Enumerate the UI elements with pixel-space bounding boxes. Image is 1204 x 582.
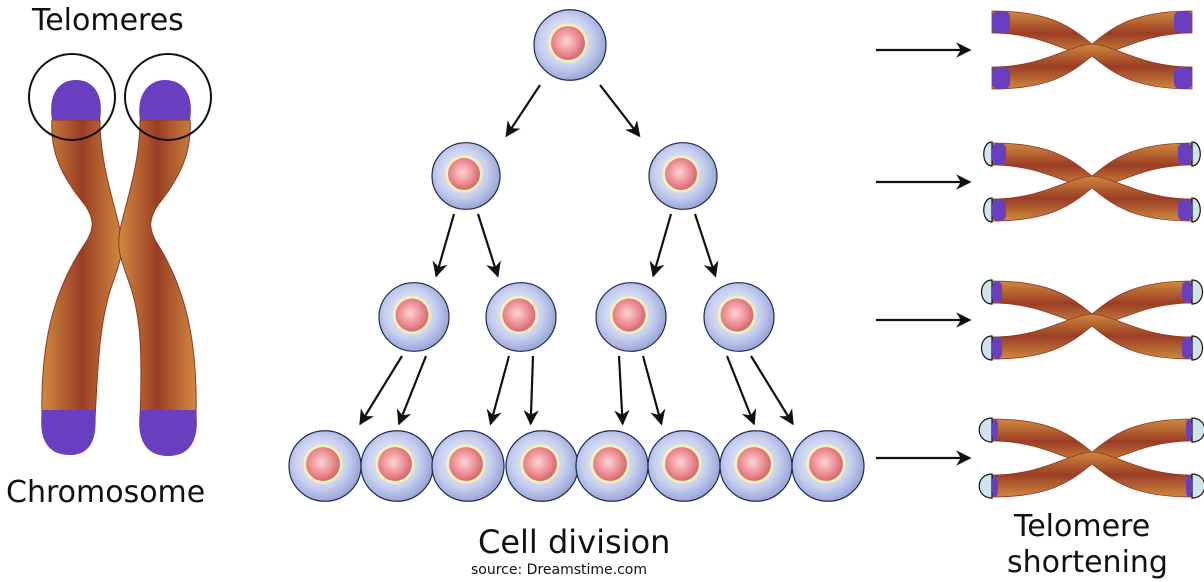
telomere-cap: [992, 337, 1002, 359]
telomere-cap: [1174, 67, 1192, 89]
arrow-icon: [486, 355, 511, 426]
telomere-shortening-label-line1: Telomere: [1014, 509, 1151, 544]
telomere-cap: [992, 67, 1010, 89]
cell-icon: [595, 282, 667, 352]
telomere-cap: [1178, 143, 1192, 165]
lost-telomere-outline: [1191, 335, 1204, 361]
small-chromosome: [991, 10, 1193, 90]
telomere-cap: [1178, 199, 1192, 221]
circle-highlight-icon: [28, 53, 116, 141]
small-chromosome: [978, 417, 1204, 499]
lost-telomere-outline: [983, 197, 993, 223]
arrow-icon: [750, 355, 794, 426]
big-chromosome-right-arm: [118, 119, 197, 421]
cell-division-tree: [288, 9, 865, 502]
telomeres-label: Telomeres: [32, 3, 184, 38]
telomere-cap: [992, 11, 1010, 33]
telomere-cap-bottom-right: [139, 410, 197, 456]
telomere-cap-bottom-left: [41, 410, 96, 455]
telomere-cap: [1182, 337, 1192, 359]
cell-icon: [648, 142, 718, 210]
arrow-icon: [649, 213, 673, 278]
telomere-cap: [992, 143, 1006, 165]
lost-telomere-outline: [1191, 141, 1201, 167]
cell-icon: [791, 430, 865, 502]
cell-icon: [505, 430, 579, 502]
telomere-shortening-label-line2: shortening: [1007, 545, 1168, 580]
arrow-icon: [523, 355, 539, 426]
cell-icon: [485, 282, 557, 352]
cell-icon: [431, 142, 501, 210]
lost-telomere-outline: [980, 335, 993, 361]
arrow-icon: [432, 213, 456, 278]
arrow-icon: [359, 355, 403, 426]
small-chromosome: [980, 279, 1204, 361]
source-credit: source: Dreamstime.com: [471, 562, 647, 578]
telomere-cap-top-left: [51, 80, 101, 120]
arrow-icon: [725, 355, 757, 426]
telomere-cap: [992, 281, 1002, 303]
telomere-cap-top-right: [139, 80, 191, 120]
cell-icon: [431, 430, 505, 502]
arrow-icon: [505, 84, 541, 138]
telomere-cap: [1186, 419, 1192, 441]
telomere-cap: [992, 475, 998, 497]
cell-icon: [703, 282, 775, 352]
telomere-cap: [992, 199, 1006, 221]
arrow-icon: [641, 355, 666, 426]
shortening-series: [876, 10, 1204, 499]
cell-icon: [288, 430, 362, 502]
cell-icon: [360, 430, 434, 502]
circle-highlight-icon: [124, 53, 212, 141]
telomere-cap: [1186, 475, 1192, 497]
arrow-icon: [693, 213, 719, 278]
lost-telomere-outline: [978, 417, 993, 443]
lost-telomere-outline: [1191, 197, 1201, 223]
lost-telomere-outline: [983, 141, 993, 167]
lost-telomere-outline: [1191, 279, 1204, 305]
arrow-icon: [396, 355, 428, 426]
telomere-cap: [1182, 281, 1192, 303]
cell-division-label: Cell division: [478, 523, 671, 561]
cell-icon: [575, 430, 649, 502]
cell-icon: [378, 282, 450, 352]
lost-telomere-outline: [1191, 473, 1204, 499]
telomere-cap: [1174, 11, 1192, 33]
arrow-icon: [614, 355, 630, 426]
telomere-cap: [992, 419, 998, 441]
big-chromosome-left-arm: [41, 119, 123, 421]
big-chromosome: [28, 53, 212, 456]
cell-icon: [533, 9, 607, 81]
cell-icon: [719, 430, 793, 502]
lost-telomere-outline: [1191, 417, 1204, 443]
small-chromosome: [983, 141, 1201, 223]
cell-icon: [647, 430, 721, 502]
arrow-icon: [599, 84, 641, 138]
arrow-icon: [476, 213, 501, 278]
lost-telomere-outline: [980, 279, 993, 305]
chromosome-label: Chromosome: [6, 475, 206, 510]
lost-telomere-outline: [978, 473, 993, 499]
